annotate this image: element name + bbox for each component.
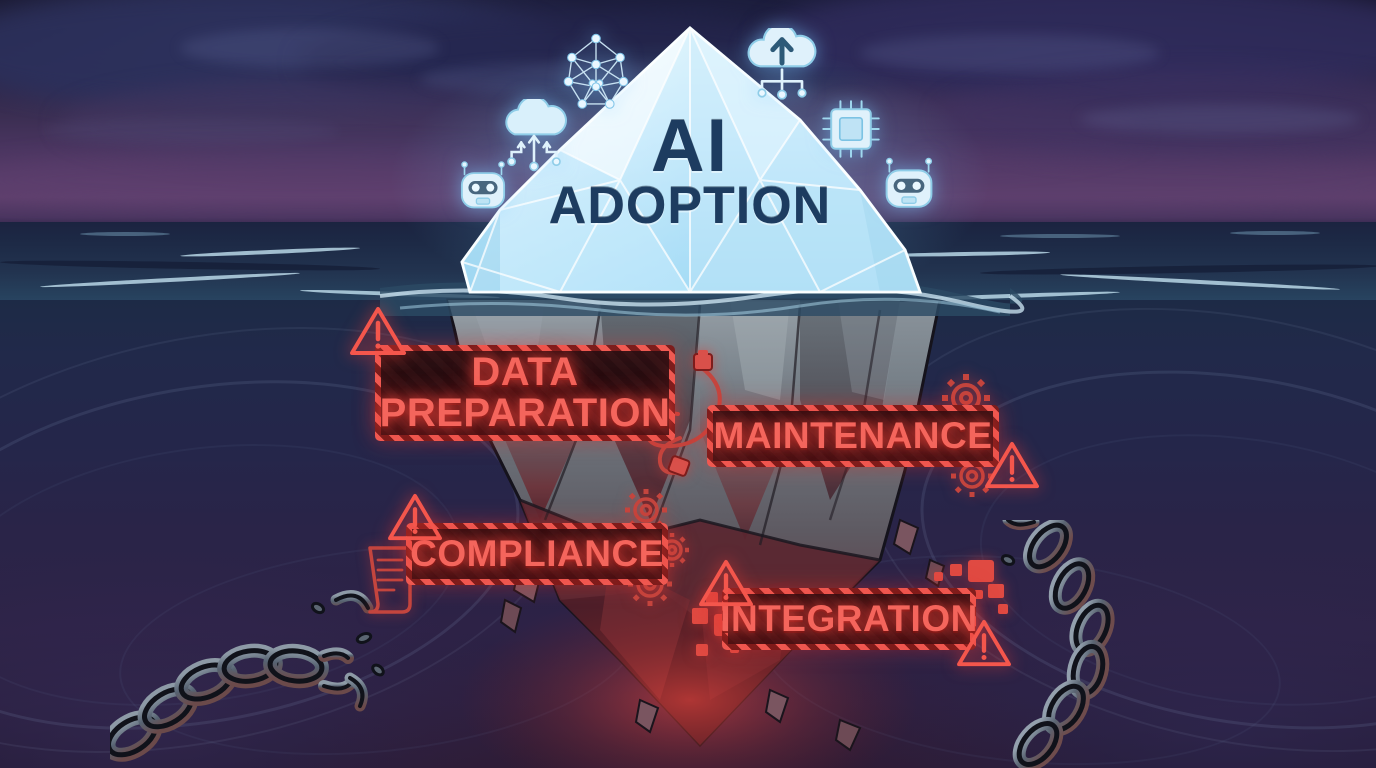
warning-triangle-icon [985, 441, 1039, 489]
hidden-cost-data-preparation[interactable]: DATA PREPARATION [375, 345, 675, 441]
document-scroll-icon [368, 546, 412, 614]
broken-chain-icon-right [1000, 520, 1115, 768]
ocean-surface [0, 222, 1376, 312]
hidden-cost-compliance[interactable]: COMPLIANCE [406, 523, 668, 585]
title-line-adoption: ADOPTION [548, 177, 832, 236]
warning-triangle-icon [350, 307, 406, 355]
warning-triangle-icon [388, 493, 442, 541]
warning-triangle-icon [699, 559, 753, 607]
label-line-1: COMPLIANCE [410, 533, 664, 575]
pixel-blocks-icon [934, 560, 1008, 614]
hidden-cost-maintenance[interactable]: MAINTENANCE [707, 405, 999, 467]
label-line-1: MAINTENANCE [713, 415, 993, 457]
label-line-1: INTEGRATION [720, 598, 978, 640]
robot-head-icon-right [885, 157, 933, 208]
hidden-cost-integration[interactable]: INTEGRATION [720, 588, 978, 650]
warning-triangle-icon [957, 619, 1011, 667]
broken-chain-icon-left [110, 590, 385, 762]
label-line-2: PREPARATION [379, 391, 671, 435]
label-line-1: DATA [471, 350, 579, 395]
title-line-ai: AI [651, 104, 729, 187]
cloud-upload-icon [747, 28, 817, 100]
page-title: AI ADOPTION [506, 104, 874, 236]
